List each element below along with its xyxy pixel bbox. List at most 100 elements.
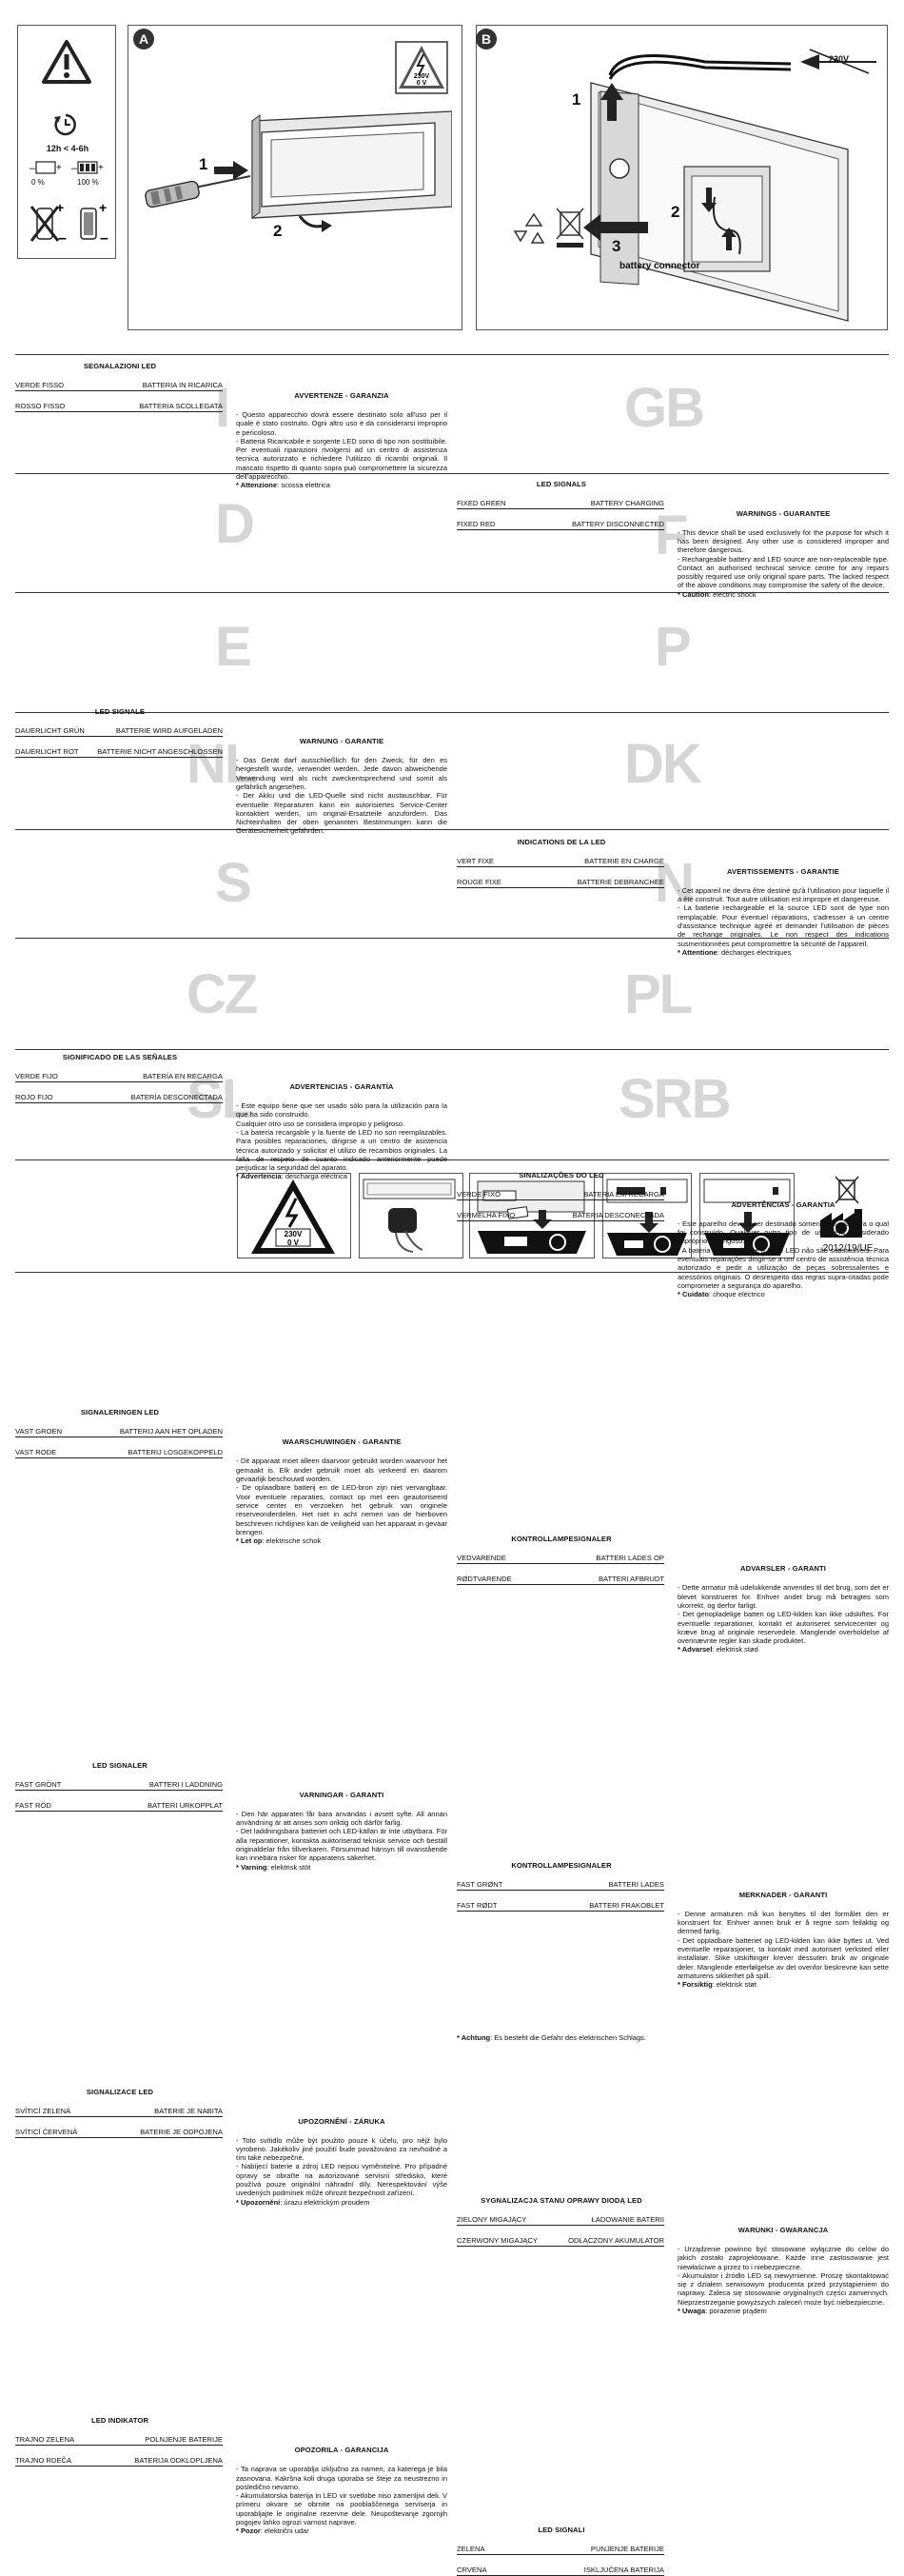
led-signal-color: CZERWONY MIGAJĄCY [457,2235,538,2245]
led-signal-meaning: BATTERI LADES OP [596,1554,664,1563]
caution-label: * Advarsel [678,1645,713,1655]
language-watermark: SL [187,1068,255,1130]
led-signal-color: VERDE FIJO [15,1072,58,1081]
language-watermark: S [215,852,252,914]
luminaire-battery-illustration [513,49,876,322]
voltage-warning-large-icon: 230V 0 V [251,1179,335,1254]
led-signal-color: VERDE FIXO [457,1189,501,1199]
warnings-text: - Dit apparaat moet alleen daarvoor gebr… [236,1456,447,1545]
warnings-title: UPOZORNĚNÍ - ZÁRUKA [298,2116,385,2126]
led-signal-color: VERT FIXE [457,856,494,865]
led-signal-meaning: BATERIA DESCONECTADA [572,1210,664,1219]
led-signal-color: VEDVARENDE [457,1554,506,1563]
caution-line: * Upozornění: úrazu elektrickým proudem [236,2198,447,2207]
led-signal-meaning: BATTERIA SCOLLEGATA [139,402,223,410]
panel-b: B 1 2 3 battery connector 230V [476,25,888,330]
caution-text: : elektrisk støt [712,1980,757,1990]
svg-text:–: – [58,230,67,247]
section-divider [15,354,889,355]
svg-text:+: + [56,163,62,173]
pct-full-label: 100 % [77,178,99,187]
language-watermark: PL [624,963,693,1025]
led-signal-meaning: BATTERI FRAKOBLET [589,1900,664,1910]
led-signal-meaning: BATTERIE EN CHARGE [584,856,664,865]
svg-text:–: – [29,163,36,174]
caution-text: : descharga eléctrica [281,1172,347,1181]
language-watermark: I [215,377,230,439]
led-signal-color: SVÍTICÍ ČERVENÁ [15,2127,78,2136]
led-signal-color: DAUERLICHT ROT [15,747,79,757]
warnings-title: WARNINGS - GUARANTEE [736,508,831,518]
caution-text: : elektrisk stød [712,1645,758,1655]
caution-line: * Uwaga: porażenie prądem [678,2307,889,2315]
open-cover-illustration [363,1179,456,1253]
recycle-icon [513,212,545,244]
led-signal-meaning: BATTERI I LADDNING [148,1779,223,1789]
led-signals-title: SINALIZAÇÕES DO LED [519,1170,604,1179]
led-signals-title: LED SIGNALE [94,707,146,717]
caution-label: * Uwaga [678,2306,706,2315]
caution-label: * Attenzione [236,481,278,490]
language-watermark: D [215,493,255,555]
led-signal-meaning: BATTERIE NICHT ANGESCHLOSSEN [97,747,223,757]
led-signal-meaning: BATERIJA ODKLOPLJENA [134,2456,223,2466]
footer-weee: 2012/19/UE [807,1173,889,1258]
luminaire-open-illustration [145,110,452,232]
section-divider [15,473,889,474]
warnings-paragraph: - Este equipo tiene que ser usado sólo p… [236,1101,447,1173]
caution-line: * Forsiktig: elektrisk støt [678,1980,889,1989]
warnings-paragraph: - Den här apparaten får bara användas i … [236,1809,447,1863]
warnings-title: WARUNKI - GWARANCJA [737,2225,829,2234]
footer-step-warning: 230V 0 V [237,1173,351,1258]
led-signal-color: TRAJNO ZELENA [15,2435,75,2445]
led-signal-color: ROSSO FISSO [15,402,66,410]
led-signal-color: VAST RODE [15,1448,57,1457]
caution-text: : porażenie prądem [705,2306,767,2315]
warnings-title: VARNINGAR - GARANTI [299,1790,384,1799]
language-watermark: N [655,852,695,914]
led-signal-meaning: BATTERIA IN RICARICA [142,381,223,389]
language-watermark: NL [187,733,258,795]
led-signal-color: DAUERLICHT GRÜN [15,726,85,736]
warning-triangle-icon [42,40,91,84]
led-signal-meaning: BATTERY CHARGING [590,498,664,507]
warnings-text: - Den här apparaten får bara användas i … [236,1810,447,1872]
warnings-paragraph: - Toto svítidlo může být použito pouze k… [236,2135,447,2198]
caution-label: * Forsiktig [678,1980,713,1990]
section-divider [15,592,889,593]
caution-text: : Es besteht die Gefahr des elektrischen… [490,2033,646,2043]
svg-text:+: + [99,200,107,215]
caution-line: * Advarsel: elektrisk stød [678,1645,889,1654]
caution-label: * Achtung [457,2033,491,2043]
caution-text: : elektrisk stöt [266,1862,311,1872]
warnings-paragraph: - Urządzenie powinno być stosowane wyłąc… [678,2244,889,2307]
warnings-text: - Este equipo tiene que ser usado sólo p… [236,1101,447,1181]
led-signal-meaning: ISKLJUČENA BATERIJA [583,2565,664,2574]
battery-connector-label: battery connector [619,261,700,271]
caution-label: * Attentione [678,947,717,957]
language-watermark: P [655,616,692,678]
caution-line: * Caution: electric shock [678,590,889,599]
led-signal-color: ROUGE FIXE [457,877,501,886]
no-230v-icon [800,49,876,74]
warnings-title: ADVERTÊNCIAS - GARANTIA [731,1199,835,1209]
caution-line: * Attenzione: scossa elettrica [236,481,447,489]
panel-a: A 230V 0 V 1 2 [128,25,462,330]
warnings-text: - Cet appareil ne devra être destiné qu'… [678,886,889,957]
warnings-title: WARNUNG - GARANTIE [299,737,384,746]
warnings-text: - Toto svítidlo může být použito pouze k… [236,2136,447,2207]
factory-recycle-icon [820,1209,862,1238]
warnings-text: - Das Gerät darf ausschließlich für den … [236,756,447,836]
voltage-label: 230V [829,54,850,64]
